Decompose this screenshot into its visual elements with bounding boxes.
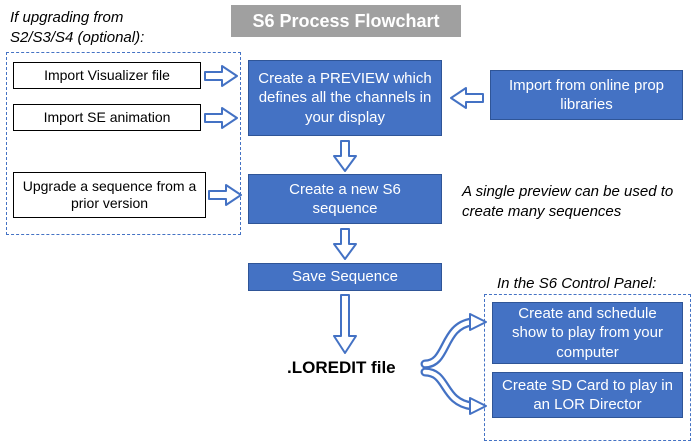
down-arrow-icon bbox=[333, 294, 357, 354]
left-arrow-icon bbox=[450, 86, 484, 110]
upgrade-heading: If upgrading from S2/S3/S4 (optional): bbox=[10, 9, 145, 46]
down-arrow-icon bbox=[333, 228, 357, 260]
control-panel-heading: In the S6 Control Panel: bbox=[497, 275, 657, 292]
control-panel-group-box bbox=[484, 294, 691, 441]
import-prop-libraries-box: Import from online prop libraries bbox=[490, 70, 683, 120]
loredit-file-label: .LOREDIT file bbox=[287, 358, 396, 377]
import-se-animation-box: Import SE animation bbox=[13, 104, 201, 131]
create-sequence-box: Create a new S6 sequence bbox=[248, 174, 442, 224]
branch-arrows-icon bbox=[418, 302, 490, 434]
right-arrow-icon bbox=[204, 106, 238, 130]
schedule-show-box: Create and schedule show to play from yo… bbox=[492, 302, 683, 364]
save-sequence-box: Save Sequence bbox=[248, 263, 442, 291]
down-arrow-icon bbox=[333, 140, 357, 172]
upgrade-group-box bbox=[6, 52, 241, 235]
import-visualizer-box: Import Visualizer file bbox=[13, 62, 201, 89]
preview-note: A single preview can be used to create m… bbox=[462, 183, 674, 220]
right-arrow-icon bbox=[204, 64, 238, 88]
page-title: S6 Process Flowchart bbox=[231, 5, 461, 37]
create-preview-box: Create a PREVIEW which defines all the c… bbox=[248, 60, 442, 136]
upgrade-sequence-box: Upgrade a sequence from a prior version bbox=[13, 172, 206, 218]
right-arrow-icon bbox=[208, 183, 242, 207]
sd-card-box: Create SD Card to play in an LOR Directo… bbox=[492, 372, 683, 418]
